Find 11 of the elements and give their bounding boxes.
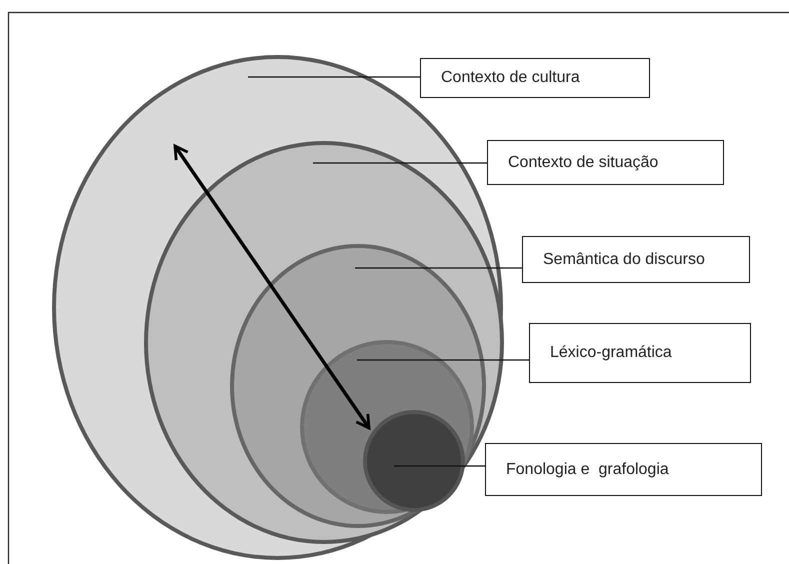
leader-line (394, 465, 485, 467)
leader-line (313, 162, 487, 164)
label-box: Semântica do discurso (522, 236, 750, 283)
leader-line (355, 267, 522, 269)
label-box: Contexto de cultura (420, 58, 650, 98)
label-box: Fonologia e grafologia (485, 443, 762, 496)
label-box: Contexto de situação (487, 140, 724, 185)
label-box: Léxico-gramática (529, 323, 751, 383)
leader-line (248, 76, 420, 78)
arrow (174, 144, 370, 430)
leader-line (357, 359, 529, 361)
